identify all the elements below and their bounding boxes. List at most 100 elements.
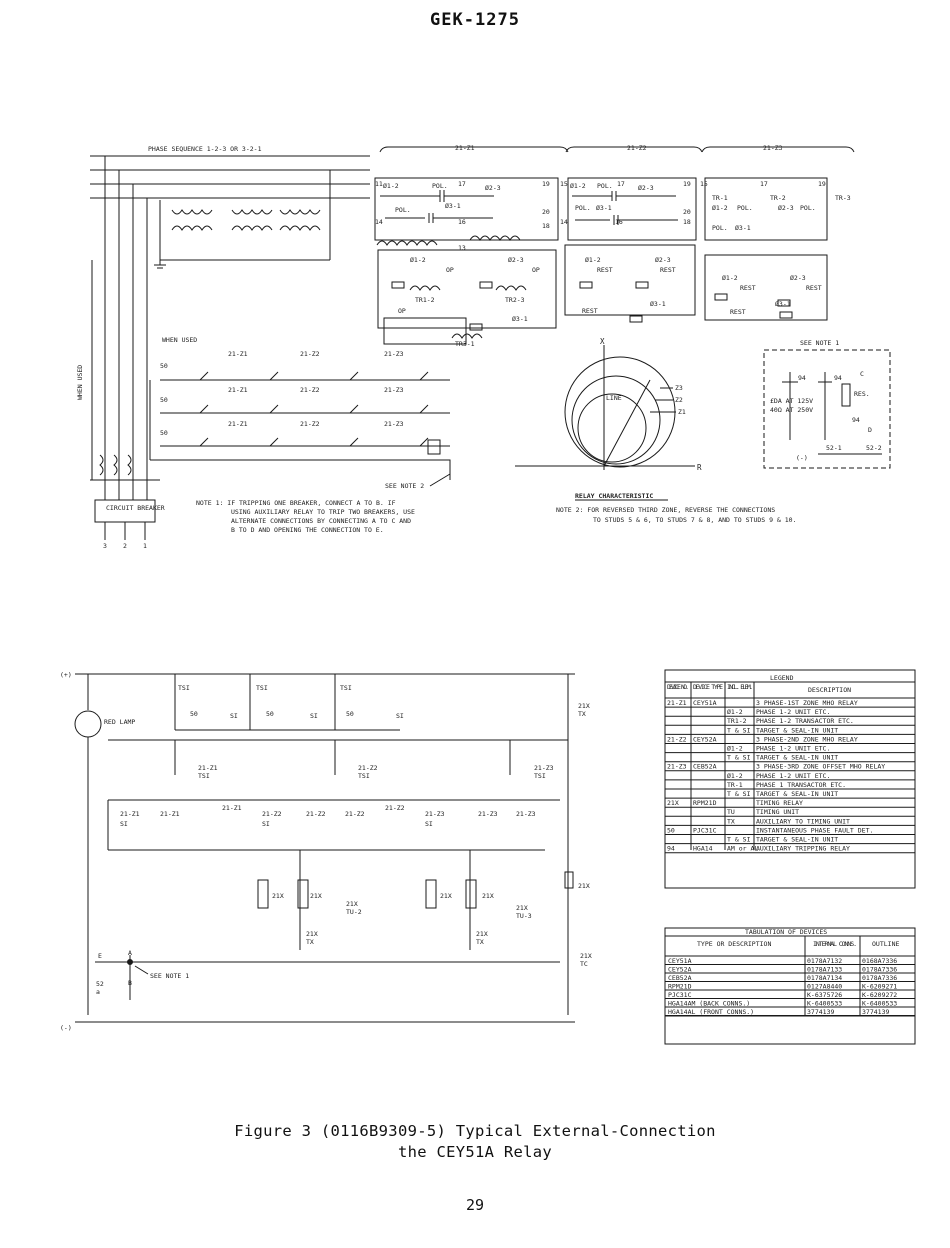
z3-phase31-label: Ø3-1 [735, 224, 751, 232]
zone2-relay-block: Ø1-2 POL. Ø2-3 POL. Ø3-1 Ø1-2 Ø2-3 REST … [560, 177, 697, 323]
legend-cell: PHASE 1-2 UNIT ETC. [756, 745, 830, 753]
breaker-52-1: 52-1 [826, 444, 842, 452]
legend-cell: TR-1 [727, 781, 743, 789]
tabulation-cell: 3774139 [807, 1008, 834, 1016]
z2-stud-19: 19 [683, 180, 691, 188]
legend-cell: AUXILIARY TO TIMING UNIT [756, 817, 850, 825]
inset-minus-label: (-) [796, 454, 808, 462]
row-si-a: SI [120, 820, 128, 828]
z2-label: Z2 [675, 396, 683, 404]
breaker-52-label: 52 [96, 980, 104, 988]
when-used-side-label: WHEN USED [76, 365, 84, 400]
legend-col-type: DEVICE TYPE [693, 683, 723, 691]
z2-phase31b-label: Ø3-1 [650, 300, 666, 308]
legend-cell: PHASE 1-2 UNIT ETC. [756, 772, 830, 780]
bottom-see-note-1: SEE NOTE 1 [150, 972, 189, 980]
z1-op3-label: OP [398, 307, 406, 315]
caption-line-1: Figure 3 (0116B9309-5) Typical External-… [234, 1122, 716, 1140]
stud-14: 14 [375, 218, 383, 226]
relay-characteristic-plot: X R LINE Z3 Z2 Z1 RELAY CHARACTERISTIC [515, 337, 702, 501]
legend-cell: TIMING UNIT [756, 808, 799, 816]
note1-line3: ALTERNATE CONNECTIONS BY CONNECTING A TO… [231, 517, 411, 525]
z1-phase23-label: Ø2-3 [485, 184, 501, 192]
when-used-label: WHEN USED [162, 336, 197, 344]
z2-pol2-label: POL. [575, 204, 591, 212]
z1-phase31b-label: Ø3-1 [512, 315, 528, 323]
stud-17: 17 [458, 180, 466, 188]
phase-2-label: 2 [123, 542, 127, 550]
legend-cell: CEY51A [693, 699, 717, 707]
current-transformers: CIRCUIT BREAKER 3 2 1 [90, 454, 165, 550]
contact-50-b: 50 [160, 396, 168, 404]
z2-rest2-label: REST [660, 266, 676, 274]
tsi-50-c: TSI [340, 684, 352, 692]
z3-label: Z3 [675, 384, 683, 392]
tabulation-cell: K-6400533 [862, 1000, 897, 1008]
z3-pol3-label: POL. [712, 224, 728, 232]
mid-z3-label: 21-Z3 [534, 764, 554, 772]
ladder-z1-label: 21-Z1 [228, 350, 248, 358]
minus-bus-label: (-) [60, 1024, 72, 1032]
contact-50-c: 50 [160, 429, 168, 437]
z3-stud-19: 19 [818, 180, 826, 188]
z2-stud-18: 18 [683, 218, 691, 226]
tc-label: TC [580, 960, 588, 968]
z2-rest-label: REST [597, 266, 613, 274]
x21-box-b: 21X [310, 892, 322, 900]
legend-cell: T & SI [727, 754, 751, 762]
x21-box-d: 21X [482, 892, 494, 900]
mid-tsi-c: TSI [534, 772, 546, 780]
tx-top-label: TX [578, 710, 586, 718]
tabulation-cell: 3774139 [862, 1008, 889, 1016]
row-z2-a: 21-Z2 [262, 810, 282, 818]
mid-tsi-b: TSI [358, 772, 370, 780]
z3-tr1-label: TR-1 [712, 194, 728, 202]
point-e-label: E [98, 952, 102, 960]
ladder-z3-label: 21-Z3 [384, 350, 404, 358]
legend-col-incl: INCL. ELEM. [727, 683, 753, 691]
z1-op-label: OP [446, 266, 454, 274]
legend-cell: HGA14 [693, 845, 713, 853]
legend-cell: Ø1-2 [727, 745, 743, 753]
inset-94-b: 94 [834, 374, 842, 382]
legend-cell: 3 PHASE-3RD ZONE OFFSET MHO RELAY [756, 763, 885, 771]
tabulation-cell: HGA14AL (FRONT CONNS.) [668, 1008, 754, 1016]
z3-stud-17: 17 [760, 180, 768, 188]
circuit-breaker-label: CIRCUIT BREAKER [106, 504, 165, 512]
legend-cell: TARGET & SEAL-IN UNIT [756, 754, 838, 762]
z3-rest-label: REST [740, 284, 756, 292]
tabulation-cell: 0178A7336 [862, 966, 897, 974]
row-si-b: SI [262, 820, 270, 828]
stud-13: 13 [458, 244, 466, 252]
zone3-bracket-label: 21-Z3 [763, 144, 783, 152]
tab-col-internal: INTERNAL CONNS. [813, 940, 857, 948]
tabulation-cell: K-6209271 [862, 983, 897, 991]
tx-a: TX [306, 938, 314, 946]
legend-cell: 21X [667, 799, 679, 807]
res-label: RES. [854, 390, 870, 398]
z1-label: Z1 [678, 408, 686, 416]
trip-contact-ladder: WHEN USED 50 50 50 21-Z1 21-Z2 21-Z3 21-… [149, 336, 451, 490]
legend-cell: TIMING RELAY [756, 799, 803, 807]
legend-cell: TARGET & SEAL-IN UNIT [756, 726, 838, 734]
si-a: SI [230, 712, 238, 720]
x-axis-label: X [600, 337, 605, 346]
ladder-z1b-label: 21-Z1 [228, 386, 248, 394]
x21-tu2-a: 21X [346, 900, 358, 908]
legend-col-device: DEVICE NO. [667, 683, 689, 691]
tabulation-title: TABULATION OF DEVICES [745, 928, 827, 936]
label-50-a: 50 [190, 710, 198, 718]
z3-phase23-label: Ø2-3 [778, 204, 794, 212]
document-id: GEK-1275 [430, 10, 520, 30]
z2-phase31-label: Ø3-1 [596, 204, 612, 212]
z2-phase12-label: Ø1-2 [570, 182, 586, 190]
z2-phase12b-label: Ø1-2 [585, 256, 601, 264]
stud-19: 19 [542, 180, 550, 188]
z2-stud-14: 14 [560, 218, 568, 226]
x21-tc-label: 21X [580, 952, 592, 960]
point-a-label: A [128, 949, 132, 957]
top-connection-diagram: PHASE SEQUENCE 1-2-3 OR 3-2-1 21-Z1 21-Z… [76, 144, 891, 550]
potential-transformers [154, 170, 331, 269]
